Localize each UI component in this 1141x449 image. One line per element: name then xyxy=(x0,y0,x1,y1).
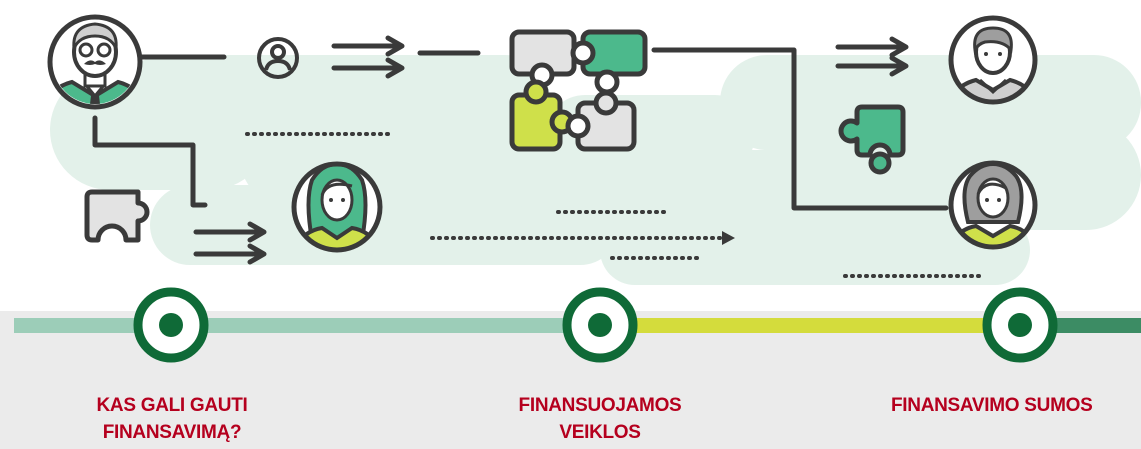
puzzle-piece-outline-icon xyxy=(84,189,150,243)
double-arrow-icon xyxy=(193,221,267,265)
connector-lines xyxy=(92,47,949,211)
man-icon xyxy=(948,15,1038,105)
woman-grey-hair-icon xyxy=(948,160,1038,250)
user-circle-icon xyxy=(257,37,299,79)
stage-label-funded-activities[interactable]: FINANSUOJAMOS VEIKLOS xyxy=(518,395,682,443)
arrow-head xyxy=(722,231,735,245)
woman-icon xyxy=(291,161,383,253)
businessman-icon xyxy=(47,14,143,110)
dotted-lines xyxy=(245,132,987,278)
double-arrow-icon xyxy=(835,36,909,77)
stage-label-who-can-get-funding[interactable]: KAS GALI GAUTI FINANSAVIMĄ? xyxy=(96,395,248,443)
stage-marker[interactable] xyxy=(133,287,209,363)
double-arrow-icon xyxy=(331,35,405,79)
puzzle-piece-teal-icon xyxy=(838,104,906,175)
stage-marker[interactable] xyxy=(562,287,638,363)
puzzle-cluster-icon xyxy=(509,29,648,152)
stage-label-funding-amounts[interactable]: FINANSAVIMO SUMOS xyxy=(891,395,1093,416)
stage-marker[interactable] xyxy=(982,287,1058,363)
